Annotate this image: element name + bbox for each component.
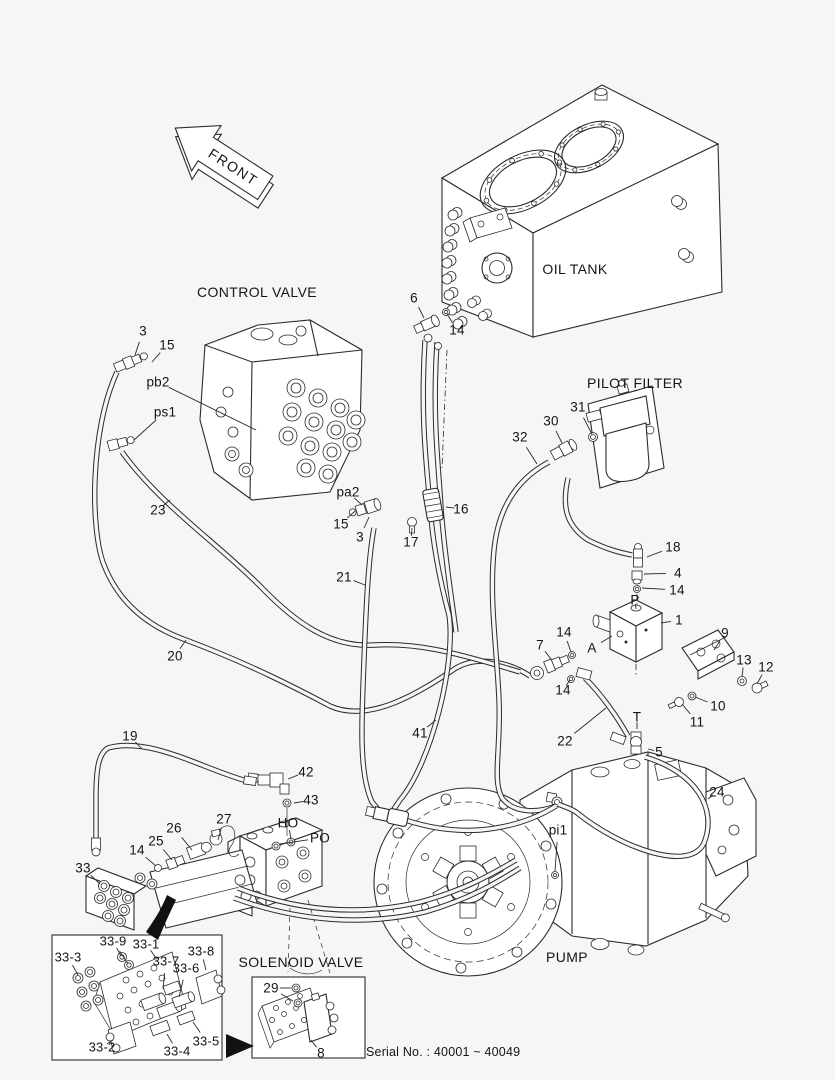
arrow-to-33-inset	[146, 895, 176, 940]
hose-23	[119, 450, 521, 675]
hose-22	[583, 676, 631, 738]
grommets-29	[291, 983, 303, 1008]
valve-spool-caps	[278, 378, 366, 484]
nut-10	[687, 691, 697, 701]
hose-to-pump	[393, 803, 558, 834]
hose-33a	[237, 857, 518, 913]
hose-20	[92, 370, 532, 714]
pump-regulator	[705, 777, 757, 877]
fitting-30	[549, 438, 578, 461]
elbow-19	[91, 837, 101, 857]
fitting-26	[185, 841, 212, 860]
tank-top-cap	[594, 88, 608, 101]
elbow-5	[609, 731, 642, 755]
inset-solenoid-detail	[251, 976, 366, 1059]
hose-41b	[432, 341, 459, 633]
pointer-arrows	[146, 895, 254, 1058]
fitting-hose19-end	[243, 775, 257, 786]
hose-24	[556, 754, 711, 860]
tank-bracket	[462, 207, 513, 243]
hose-33b	[233, 865, 522, 923]
block-33-fittings	[94, 872, 252, 927]
tank-flange	[481, 252, 513, 284]
control-valve	[199, 319, 366, 501]
front-arrow: FRONT	[174, 124, 275, 209]
pump	[373, 751, 757, 977]
hose-21	[359, 527, 385, 816]
inset-plate-holes	[116, 964, 174, 1026]
small-fittings	[91, 308, 643, 857]
oil-tank	[440, 84, 723, 469]
inset-block-33-8	[195, 969, 226, 1005]
fitting-4	[631, 570, 643, 585]
elbow-18	[633, 543, 643, 568]
bolt-12	[751, 680, 769, 694]
inset-center-fittings	[140, 980, 196, 1037]
inset-33-detail	[51, 934, 226, 1061]
hoses	[92, 339, 711, 923]
tank-side-ports	[441, 207, 492, 330]
elbow-fitting-3-15	[112, 352, 148, 373]
leader-lines	[72, 306, 763, 1048]
bolt-13	[737, 676, 747, 686]
arrow-to-solenoid-inset	[226, 1034, 254, 1058]
bolt-11	[667, 697, 684, 709]
hose-18	[562, 477, 633, 558]
fitting-25	[165, 854, 186, 871]
pilot-filter	[585, 379, 665, 489]
sleeve-16	[422, 487, 444, 523]
manhole-cover-small	[554, 120, 624, 174]
hose-19	[93, 742, 248, 844]
sensor-27	[209, 825, 240, 857]
hose-41	[389, 339, 453, 814]
inset-block-33-2	[105, 1021, 137, 1055]
solenoid-block	[303, 992, 339, 1043]
banjo-7	[530, 651, 593, 683]
fitting-pa2	[348, 498, 382, 517]
shutoff-valve-block	[592, 594, 769, 709]
elbow-ps1	[106, 436, 135, 452]
hose-32	[489, 459, 557, 814]
fitting-block-33	[84, 825, 259, 931]
elbow-6	[413, 314, 440, 334]
coupling-41	[365, 805, 410, 827]
mounting-bracket	[681, 629, 735, 680]
